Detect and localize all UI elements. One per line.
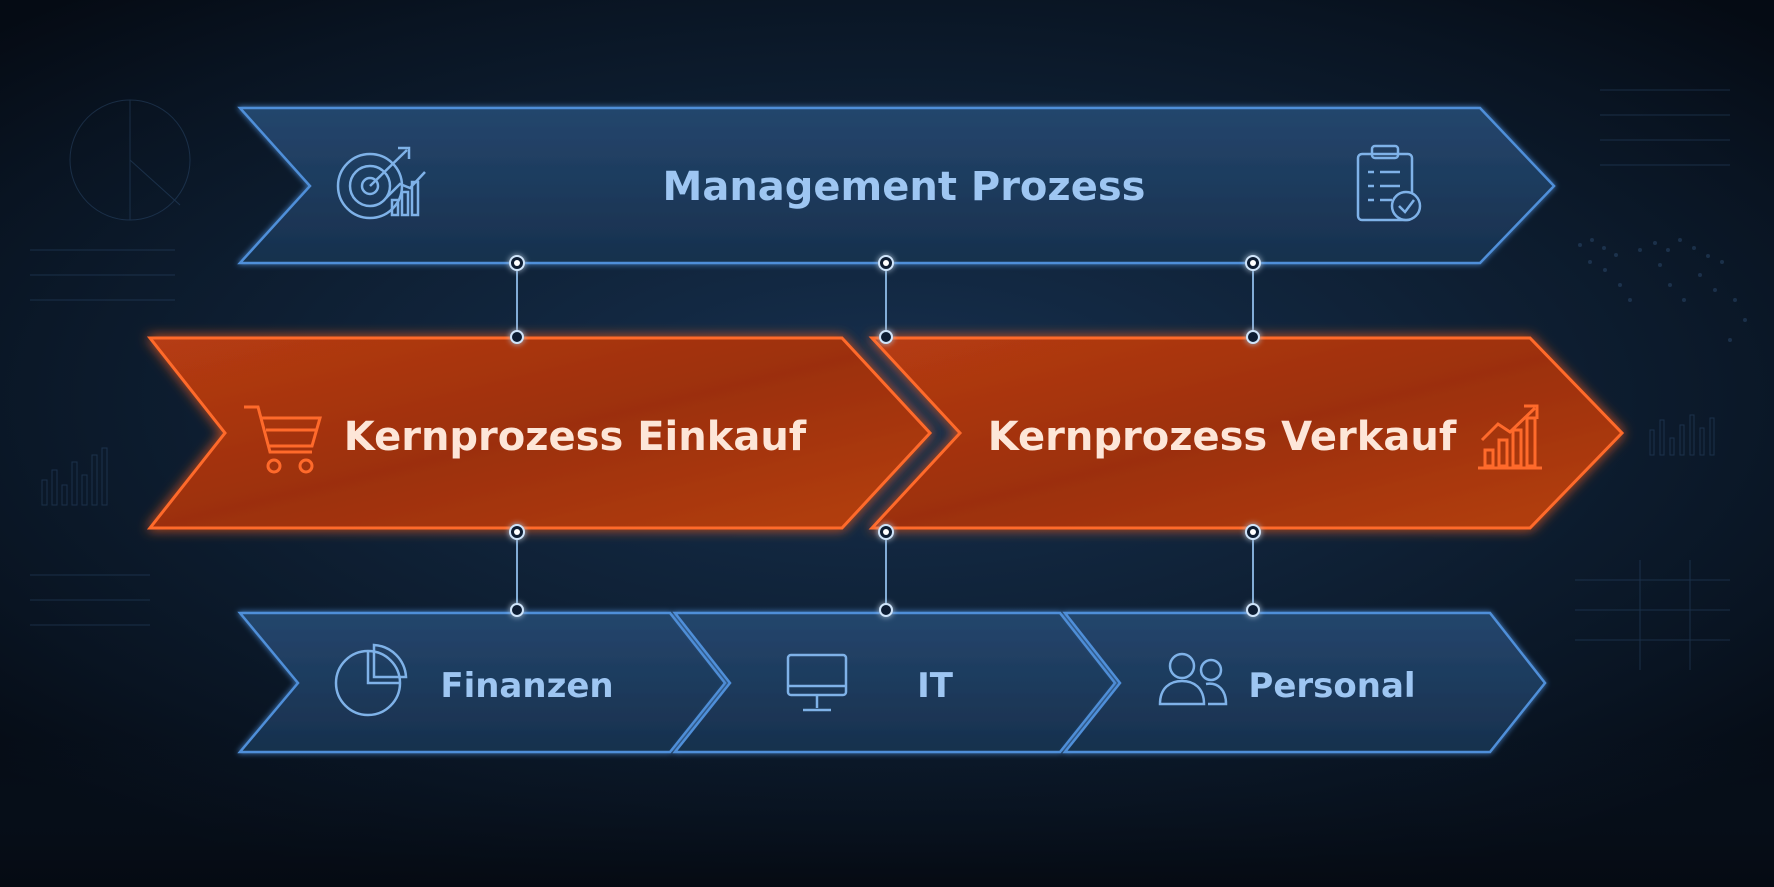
users-icon: [1158, 652, 1228, 706]
shopping-cart-icon: [244, 405, 322, 474]
core-process-verkauf-label: Kernprozess Verkauf: [988, 414, 1457, 460]
support-process-personal-label: Personal: [1248, 666, 1415, 706]
bg-pie-icon: [69, 99, 191, 221]
connector-node: [879, 603, 893, 617]
connectors: [516, 263, 1254, 610]
connector-node: [878, 255, 894, 271]
support-process-it-arrow[interactable]: IT: [672, 611, 1117, 754]
support-process-personal-arrow[interactable]: Personal: [1062, 611, 1547, 754]
connector-nodes: [509, 255, 1261, 617]
connector-node: [1246, 603, 1260, 617]
core-process-einkauf-arrow[interactable]: Kernprozess Einkauf: [146, 336, 933, 530]
bg-bar-chart-icon: [41, 414, 1715, 506]
target-growth-icon: [336, 146, 426, 220]
connector-node: [509, 524, 525, 540]
connector-node: [510, 603, 524, 617]
core-process-einkauf-label: Kernprozess Einkauf: [344, 414, 807, 460]
core-process-verkauf-arrow[interactable]: Kernprozess Verkauf: [868, 336, 1625, 530]
management-process-label: Management Prozess: [663, 164, 1146, 210]
connector-node: [879, 330, 893, 344]
management-process-arrow[interactable]: Management Prozess: [237, 106, 1556, 265]
monitor-icon: [786, 653, 848, 712]
support-process-it-label: IT: [917, 666, 954, 706]
growth-chart-icon: [1478, 404, 1542, 470]
connector-node: [1246, 330, 1260, 344]
floor-shadow: [0, 740, 1774, 887]
bg-grid-lines: [30, 89, 1730, 670]
connector-node: [509, 255, 525, 271]
background-decoration: [30, 89, 1747, 670]
connector-node: [1245, 524, 1261, 540]
connector-node: [878, 524, 894, 540]
pie-chart-icon: [334, 643, 408, 717]
support-process-finanzen-label: Finanzen: [440, 666, 613, 706]
bg-world-map-dots: [1578, 238, 1747, 342]
support-process-finanzen-arrow[interactable]: Finanzen: [237, 611, 727, 754]
connector-node: [510, 330, 524, 344]
clipboard-check-icon: [1356, 144, 1422, 222]
connector-node: [1245, 255, 1261, 271]
